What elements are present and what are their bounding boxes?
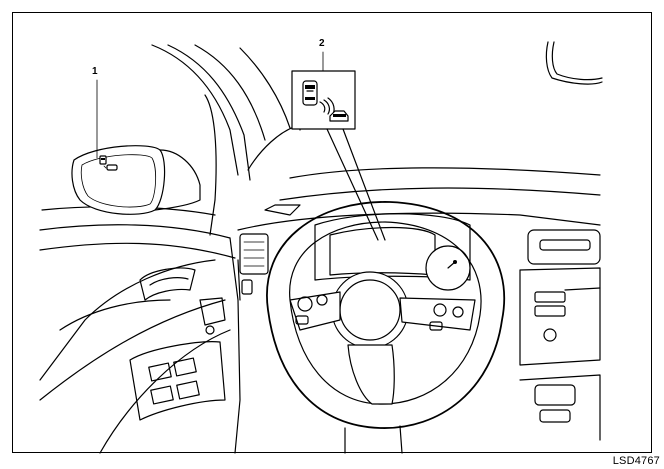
callout-number-1: 1	[92, 66, 98, 77]
instrument-cluster	[314, 213, 471, 291]
blind-spot-indicator-icon	[99, 155, 118, 171]
left-air-vent	[239, 233, 269, 295]
blind-spot-warning-icon	[302, 80, 349, 122]
figure-frame	[12, 12, 652, 453]
door-trim	[59, 297, 226, 331]
door-handle	[139, 267, 196, 301]
rear-view-mirror	[545, 41, 603, 85]
callout-number-2: 2	[319, 38, 325, 49]
figure-code: LSD4767	[612, 455, 660, 467]
steering-wheel	[266, 201, 506, 454]
right-air-vent	[527, 229, 601, 265]
window-switch-panel	[129, 325, 226, 421]
side-mirror	[71, 145, 201, 215]
center-console	[519, 267, 601, 441]
windshield-frame	[151, 44, 601, 201]
